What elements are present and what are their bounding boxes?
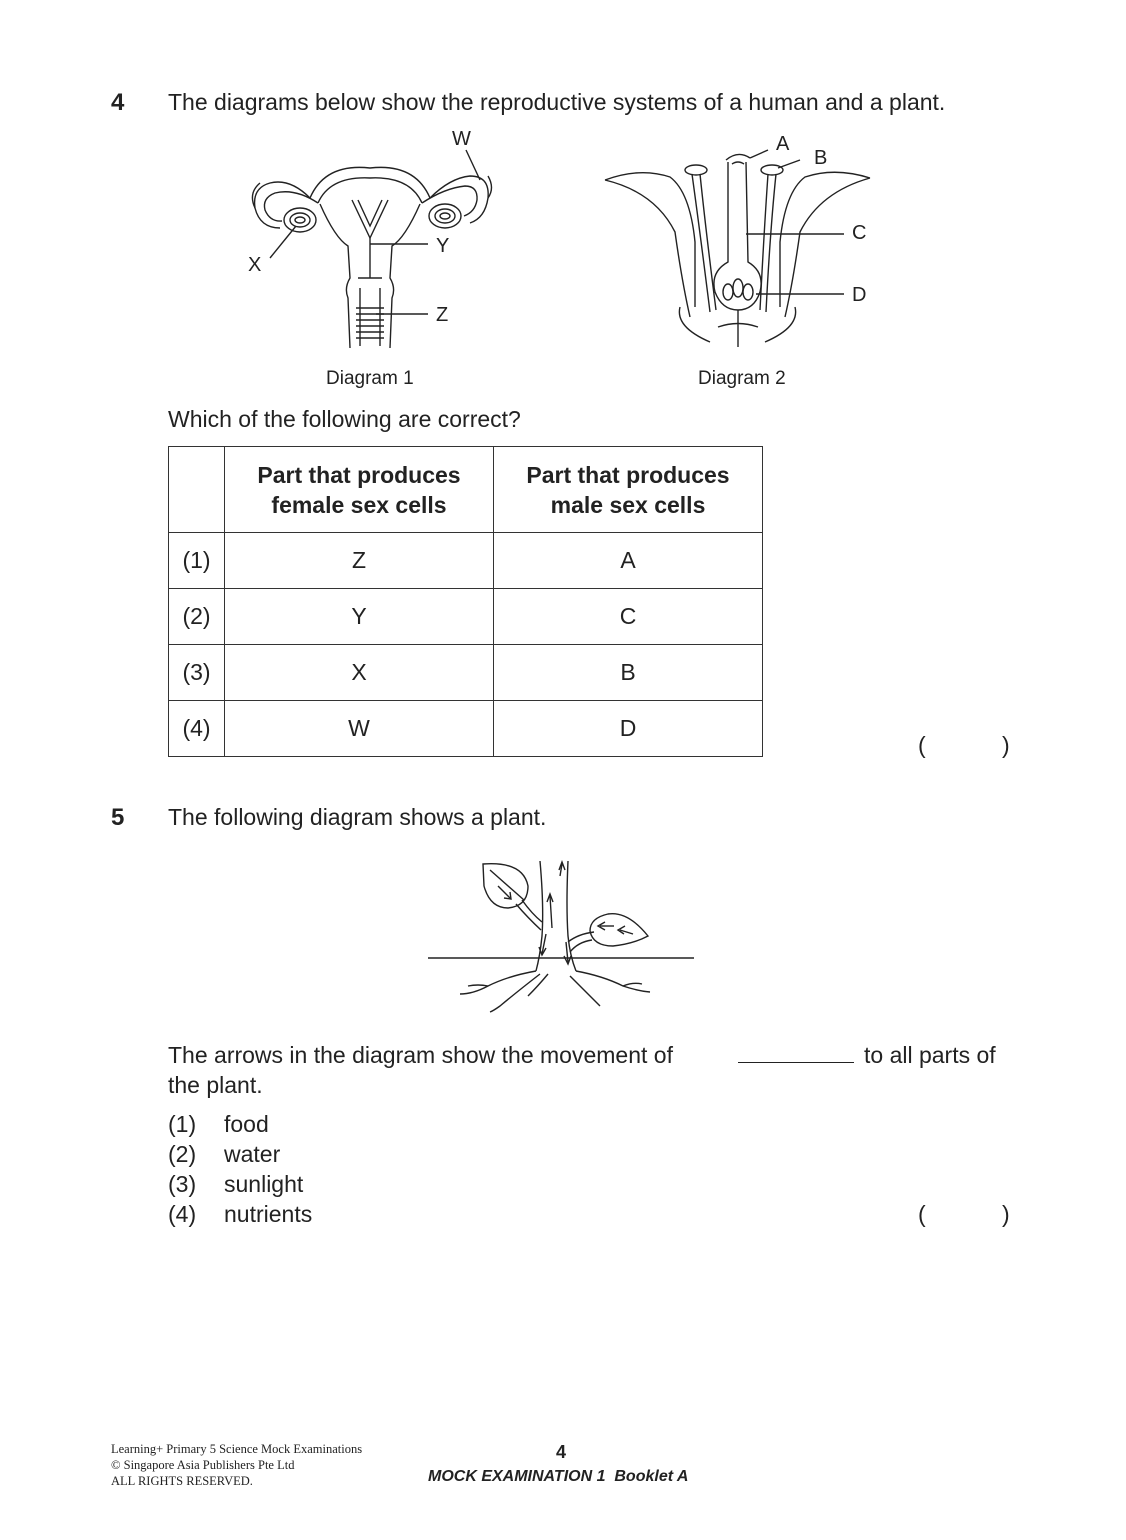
- table-row: (3) X B: [168, 644, 763, 701]
- table-cell-female: Z: [224, 532, 494, 589]
- footer-line-3: ALL RIGHTS RESERVED.: [111, 1474, 253, 1488]
- option-3[interactable]: (3) sunlight: [168, 1171, 303, 1198]
- table-cell-option: (1): [168, 532, 225, 589]
- option-label: food: [224, 1111, 269, 1137]
- table-cell-option: (4): [168, 700, 225, 757]
- question-4-prompt: Which of the following are correct?: [168, 406, 521, 432]
- table-cell-option: (2): [168, 588, 225, 645]
- q5-answer-box[interactable]: [934, 1201, 998, 1229]
- table-header-male: Part that produces male sex cells: [493, 446, 763, 533]
- question-5-text: The following diagram shows a plant.: [168, 804, 547, 830]
- table-cell-male: C: [493, 588, 763, 645]
- footer-line-1: Learning+ Primary 5 Science Mock Examina…: [111, 1442, 363, 1456]
- diagram-1-caption: Diagram 1: [326, 368, 414, 389]
- diagram-2-label-c: C: [852, 222, 867, 244]
- option-label: water: [224, 1141, 281, 1167]
- option-1[interactable]: (1) food: [168, 1111, 269, 1138]
- question-5-sentence-start: The arrows in the diagram show the movem…: [168, 1042, 673, 1068]
- question-5-sentence-end: to all parts of: [864, 1042, 996, 1068]
- table-row: (2) Y C: [168, 588, 763, 645]
- table-cell-female: W: [224, 700, 494, 757]
- table-cell-female: X: [224, 644, 494, 701]
- table-header-row: Part that produces female sex cells Part…: [168, 446, 763, 533]
- footer-publisher: Learning+ Primary 5 Science Mock Examina…: [111, 1441, 362, 1489]
- q5-answer-open-paren: (: [918, 1201, 926, 1227]
- table-cell-male: D: [493, 700, 763, 757]
- option-number: (1): [168, 1111, 197, 1137]
- answer-blank-line: [738, 1062, 854, 1063]
- option-label: nutrients: [224, 1201, 313, 1227]
- diagram-2-flower: [604, 149, 871, 347]
- table-header-female: Part that produces female sex cells: [224, 446, 494, 533]
- question-4-text: The diagrams below show the reproductive…: [168, 89, 946, 115]
- diagram-1-label-y: Y: [436, 235, 450, 257]
- question-5-sentence-continue: the plant.: [168, 1072, 263, 1098]
- option-label: sunlight: [224, 1171, 304, 1197]
- diagram-1-label-x: X: [248, 254, 262, 276]
- option-number: (4): [168, 1201, 197, 1227]
- table-header-blank: [168, 446, 225, 533]
- option-number: (2): [168, 1141, 197, 1167]
- table-cell-male: A: [493, 532, 763, 589]
- q5-answer-close-paren: ): [1002, 1201, 1010, 1227]
- table-row: (4) W D: [168, 700, 763, 757]
- diagram-2-caption: Diagram 2: [698, 368, 786, 389]
- table-row: (1) Z A: [168, 532, 763, 589]
- diagram-2-label-a: A: [776, 133, 790, 155]
- answer-table: Part that produces female sex cells Part…: [168, 446, 763, 757]
- diagram-2-label-b: B: [814, 147, 828, 169]
- exam-title: MOCK EXAMINATION 1 Booklet A: [428, 1468, 689, 1485]
- table-cell-female: Y: [224, 588, 494, 645]
- question-5-number: 5: [111, 804, 125, 831]
- table-cell-option: (3): [168, 644, 225, 701]
- diagram-1-label-w: W: [452, 128, 471, 150]
- q4-answer-open-paren: (: [918, 732, 926, 758]
- option-number: (3): [168, 1171, 197, 1197]
- page-number: 4: [556, 1442, 567, 1462]
- diagram-1-female-reproductive-system: [251, 149, 493, 349]
- option-2[interactable]: (2) water: [168, 1141, 280, 1168]
- diagram-1-label-z: Z: [436, 304, 449, 326]
- diagram-2-label-d: D: [852, 284, 867, 306]
- question-4-number: 4: [111, 89, 125, 116]
- q4-answer-box[interactable]: [934, 732, 998, 760]
- footer-line-2: © Singapore Asia Publishers Pte Ltd: [111, 1458, 295, 1472]
- plant-diagram: [428, 860, 694, 1013]
- q4-answer-close-paren: ): [1002, 732, 1010, 758]
- option-4[interactable]: (4) nutrients: [168, 1201, 312, 1228]
- table-cell-male: B: [493, 644, 763, 701]
